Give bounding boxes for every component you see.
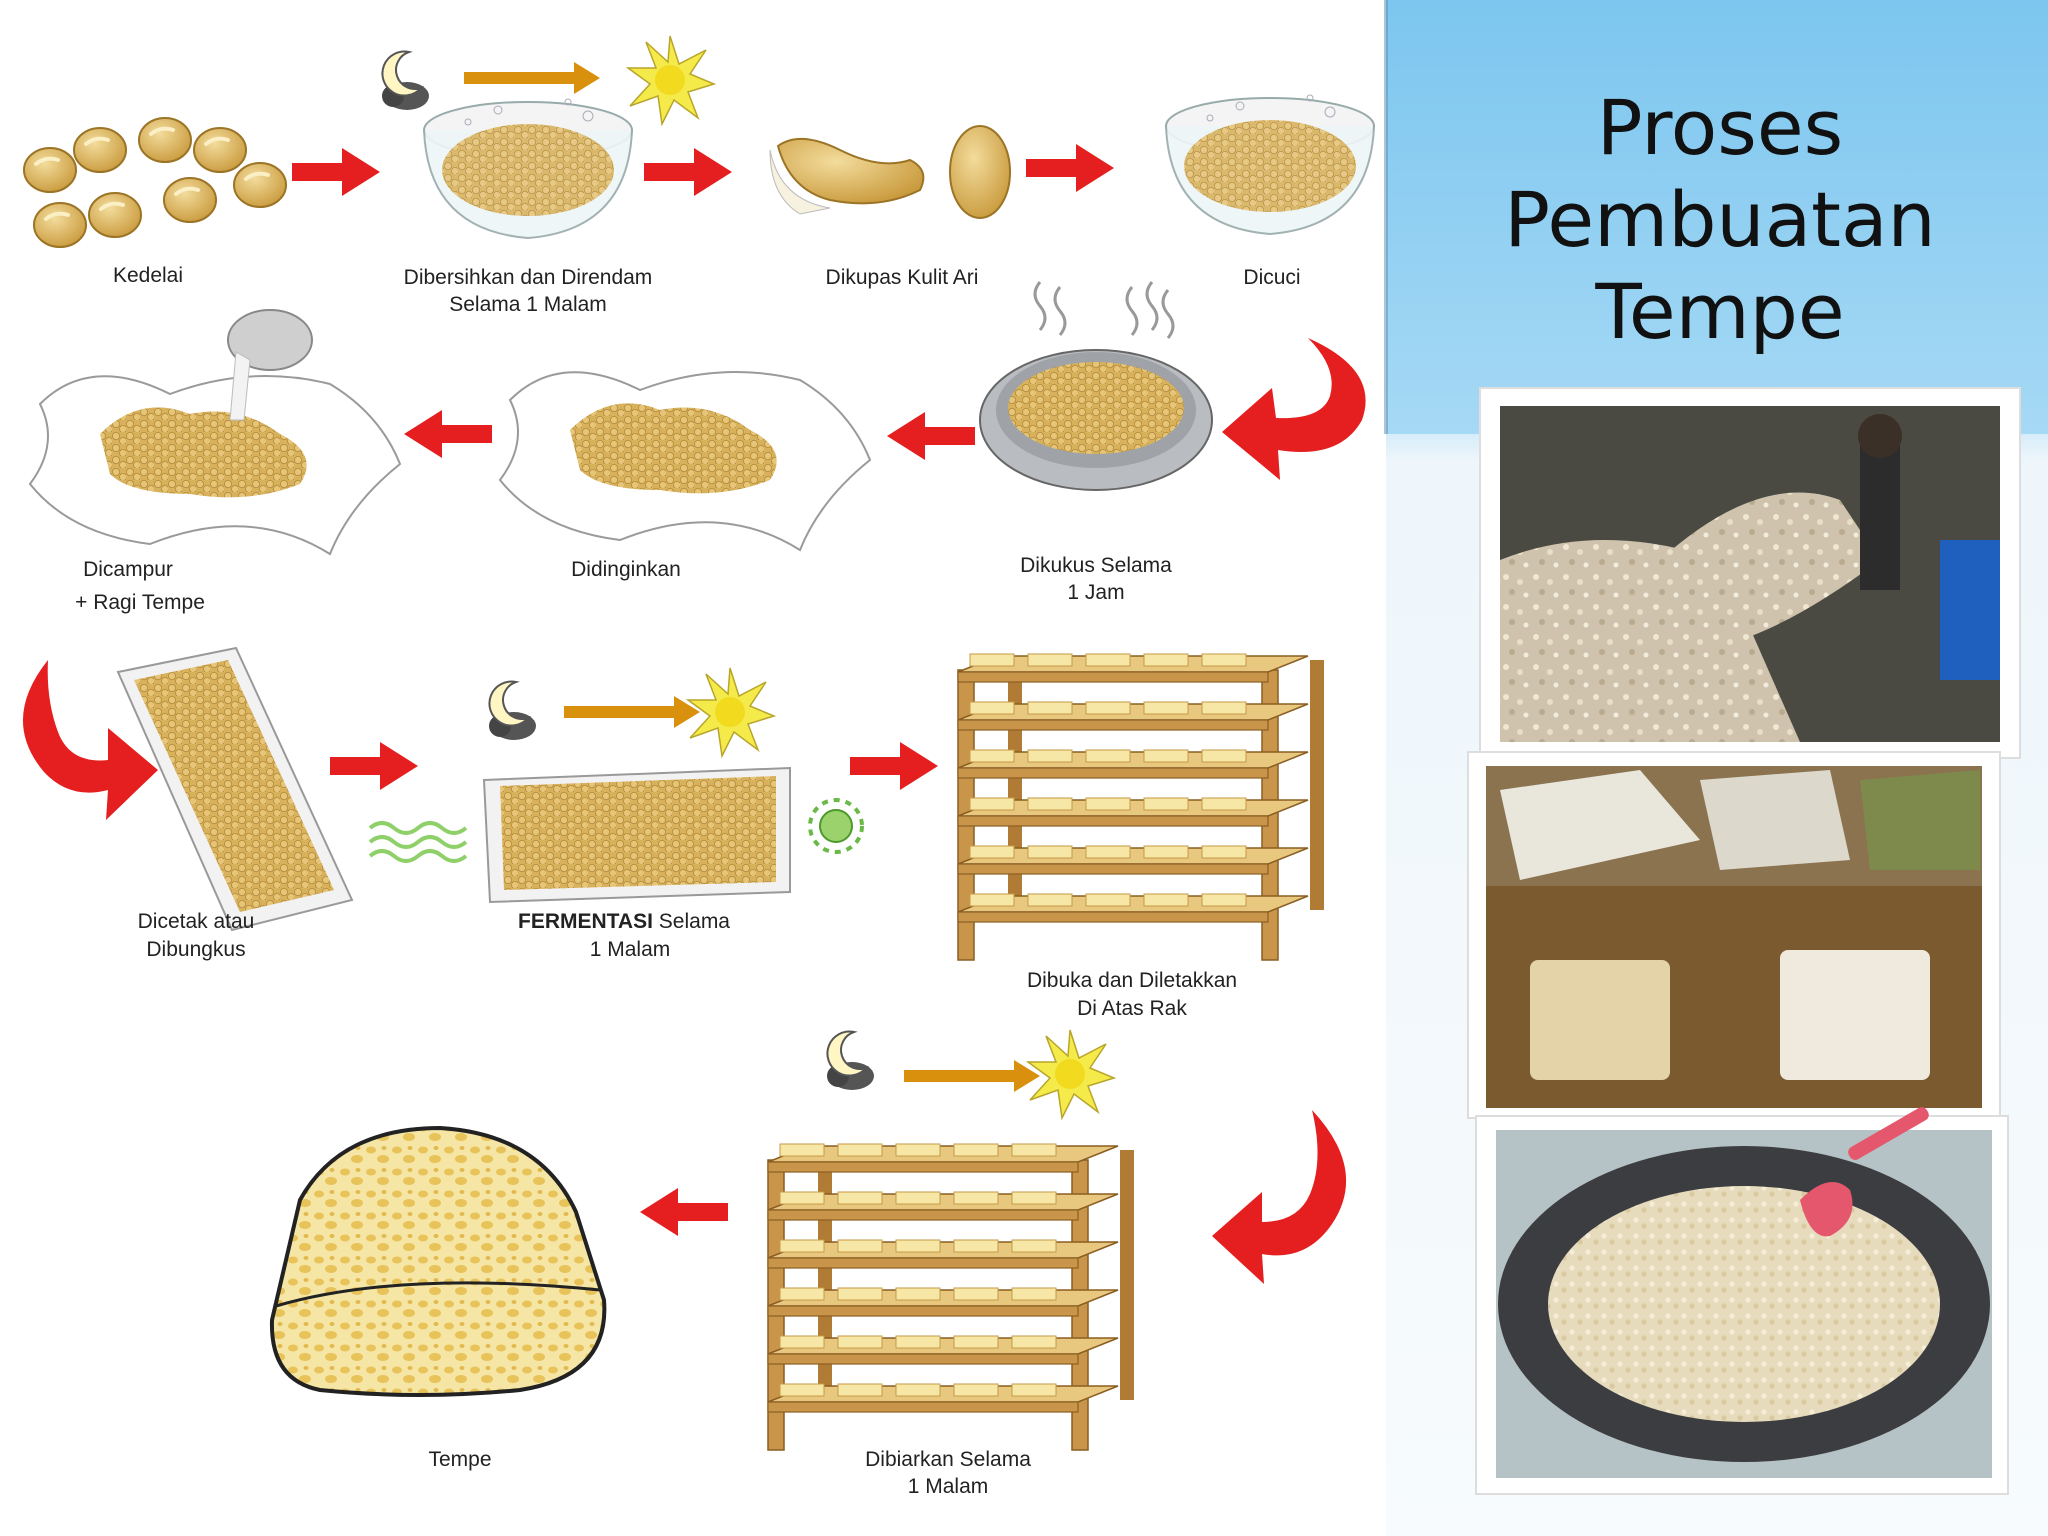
tempe-block-illustration <box>269 1125 607 1397</box>
label-didinginkan: Didinginkan <box>571 558 681 581</box>
fermenting-package-illustration <box>482 766 791 904</box>
label-fermentasi-2: 1 Malam <box>590 938 671 961</box>
label-dicetak-2: Dibungkus <box>146 938 245 961</box>
arrow-right-icon <box>644 148 732 196</box>
arrow-right-icon <box>1026 144 1114 192</box>
arrow-right-icon <box>292 148 380 196</box>
title-line-3: Tempe <box>1595 267 1845 356</box>
title-line-2: Pembuatan <box>1504 175 1936 264</box>
photo-wrapped-tempe-packages <box>1467 751 2001 1119</box>
rack-illustration <box>767 1143 1135 1451</box>
photo-soybeans-in-wok <box>1475 1107 2009 1495</box>
cooling-cloth-illustration <box>499 371 871 551</box>
label-dibuka-1: Dibuka dan Diletakkan <box>1027 969 1237 992</box>
mold-waves-icon <box>368 821 468 863</box>
orange-arrow-icon <box>564 696 700 728</box>
label-dicetak-1: Dicetak atau <box>138 910 255 933</box>
label-dikupas: Dikupas Kulit Ari <box>826 266 979 289</box>
rack-illustration <box>957 653 1325 961</box>
label-tempe: Tempe <box>428 1448 491 1471</box>
soybeans-illustration <box>22 116 288 249</box>
label-dibersihkan-1: Dibersihkan dan Direndam <box>404 266 653 289</box>
label-dibiarkan-1: Dibiarkan Selama <box>865 1448 1031 1471</box>
arrow-right-icon <box>850 742 938 790</box>
arrow-left-icon <box>404 410 492 458</box>
title-band <box>1386 0 2048 434</box>
label-dikukus-1: Dikukus Selama <box>1020 554 1172 577</box>
label-dibiarkan-2: 1 Malam <box>908 1475 989 1498</box>
mixing-cloth-illustration <box>29 309 401 555</box>
moon-cloud-icon <box>488 680 537 741</box>
steaming-pot-illustration <box>979 281 1213 491</box>
soaking-bowl-illustration <box>423 98 633 239</box>
arrow-left-icon <box>887 412 975 460</box>
sun-icon <box>627 35 715 125</box>
orange-arrow-icon <box>904 1060 1040 1092</box>
wrapped-package-illustration <box>116 646 354 932</box>
photo-pouring-soybeans <box>1479 387 2021 759</box>
peeled-bean-illustration <box>769 125 1011 219</box>
label-dibuka-2: Di Atas Rak <box>1077 997 1187 1020</box>
label-fermentasi-1: FERMENTASI Selama <box>518 910 730 933</box>
arrow-left-icon <box>640 1188 728 1236</box>
sun-icon <box>1027 1029 1115 1119</box>
title-line-1: Proses <box>1596 83 1844 172</box>
moon-cloud-icon <box>826 1030 875 1091</box>
label-dikukus-2: 1 Jam <box>1067 581 1124 604</box>
curved-arrow-icon <box>1222 338 1366 480</box>
label-dibersihkan-2: Selama 1 Malam <box>449 293 607 316</box>
moon-cloud-icon <box>381 50 430 111</box>
mold-spore-icon <box>808 798 864 854</box>
label-dicuci: Dicuci <box>1243 266 1300 289</box>
washing-bowl-illustration <box>1165 94 1375 235</box>
label-dicampur-2: + Ragi Tempe <box>75 591 205 614</box>
curved-arrow-icon <box>22 660 158 820</box>
orange-arrow-icon <box>464 62 600 94</box>
curved-arrow-icon <box>1212 1110 1347 1284</box>
sun-icon <box>687 667 775 757</box>
label-kedelai: Kedelai <box>113 264 183 287</box>
arrow-right-icon <box>330 742 418 790</box>
label-dicampur-1: Dicampur <box>83 558 173 581</box>
slide-title: Proses Pembuatan Tempe <box>1400 82 2040 358</box>
